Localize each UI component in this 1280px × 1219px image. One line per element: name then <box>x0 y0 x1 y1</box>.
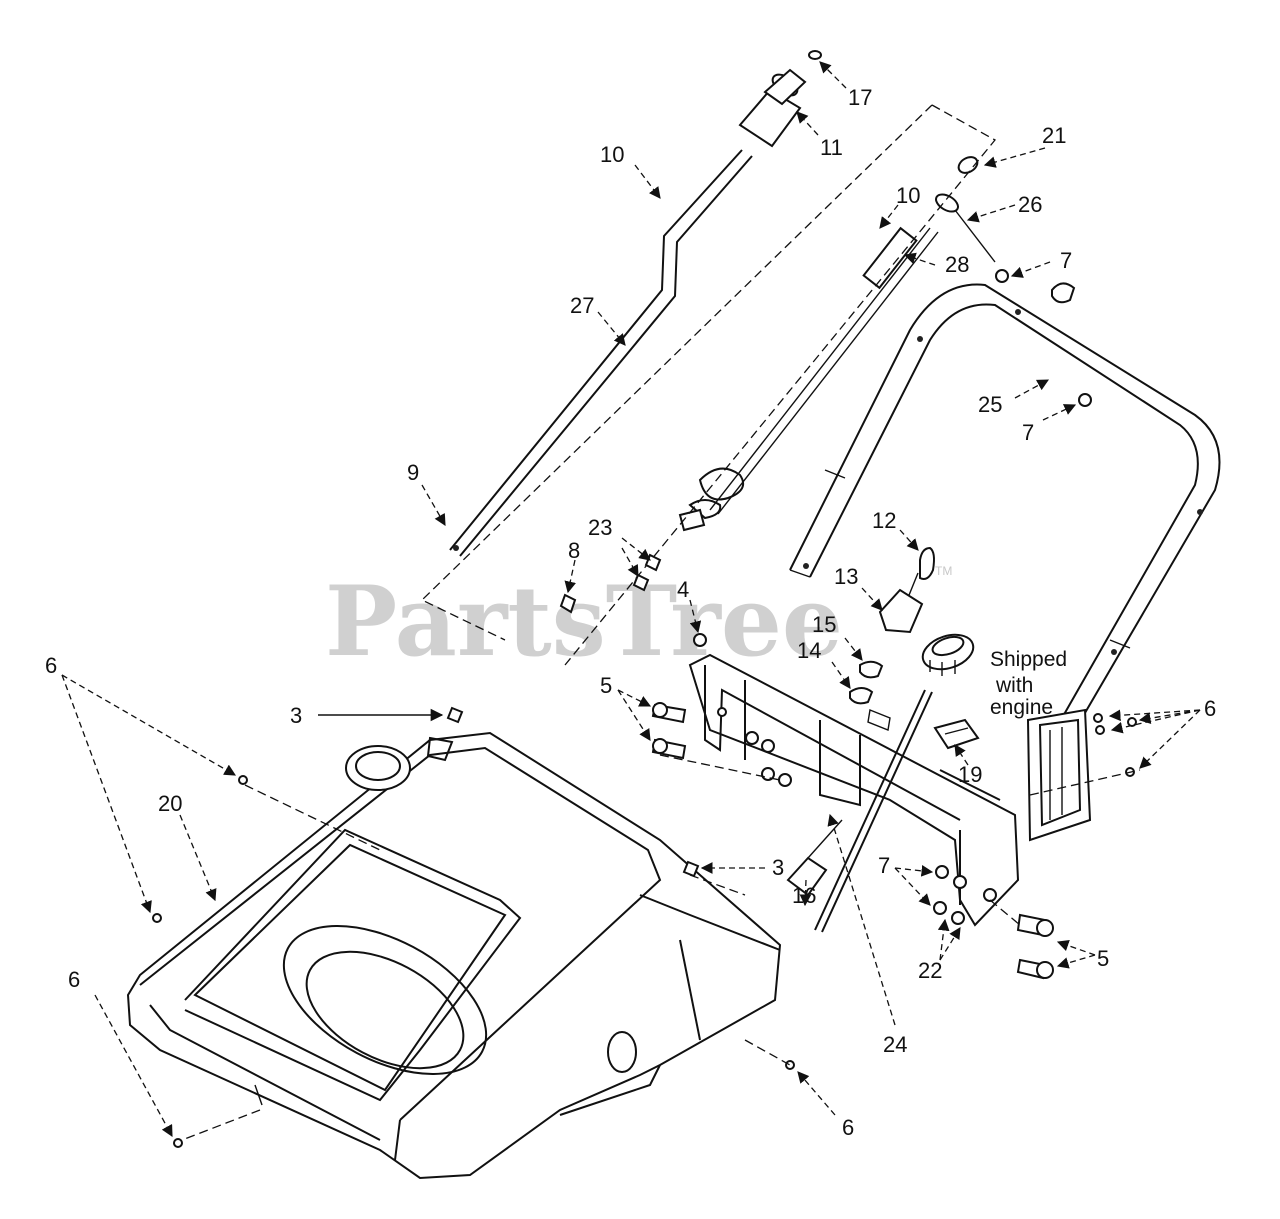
lower-handle <box>449 149 753 557</box>
connector-19 <box>933 718 980 750</box>
switch-13 <box>878 588 924 634</box>
bolts-5-right <box>1016 913 1054 980</box>
label-28: 28 <box>945 252 969 277</box>
label-6-bottom: 6 <box>842 1115 854 1140</box>
label-3-right: 3 <box>772 855 784 880</box>
ring-14 <box>849 687 874 705</box>
control-rod <box>678 226 939 532</box>
screws-6-right <box>1093 713 1137 777</box>
label-6-right: 6 <box>1204 696 1216 721</box>
watermark-text: PartsTree <box>325 565 843 678</box>
engine-switch <box>921 633 975 676</box>
label-21: 21 <box>1042 123 1066 148</box>
label-7-bottom: 7 <box>878 853 890 878</box>
leader-lines <box>61 61 1201 1141</box>
label-12: 12 <box>872 508 896 533</box>
label-4: 4 <box>677 577 689 602</box>
label-26: 26 <box>1018 192 1042 217</box>
screw-6-b <box>152 913 162 923</box>
upper-handle <box>789 283 1221 731</box>
label-27: 27 <box>570 293 594 318</box>
label-3-top: 3 <box>290 703 302 728</box>
cable-24 <box>814 689 926 931</box>
label-19: 19 <box>958 762 982 787</box>
bolts-5-left <box>651 702 687 760</box>
label-14: 14 <box>797 638 821 663</box>
label-9: 9 <box>407 460 419 485</box>
cable-clip <box>935 156 996 263</box>
watermark-tm: TM <box>935 564 952 578</box>
label-10-right: 10 <box>896 183 920 208</box>
screw-3-right <box>682 860 700 878</box>
side-plate <box>1026 708 1092 842</box>
screw-3-top <box>446 706 464 724</box>
label-8: 8 <box>568 538 580 563</box>
label-15: 15 <box>812 612 836 637</box>
screws-23 <box>632 553 662 592</box>
handle-bracket <box>688 653 1020 927</box>
spacer-25 <box>1051 282 1076 304</box>
note-line-1: Shipped <box>990 648 1067 671</box>
label-16: 16 <box>792 883 816 908</box>
screw-6-a <box>238 775 248 785</box>
label-17: 17 <box>848 85 872 110</box>
label-13: 13 <box>834 564 858 589</box>
key-12 <box>919 546 935 580</box>
label-22: 22 <box>918 958 942 983</box>
label-5-right: 5 <box>1097 946 1109 971</box>
screw-6-c <box>173 1138 183 1148</box>
note-line-2: with <box>995 674 1033 697</box>
label-11: 11 <box>820 135 843 160</box>
label-7-top: 7 <box>1060 248 1072 273</box>
nut-7-mid <box>1078 393 1092 407</box>
nut-7-top <box>995 269 1009 283</box>
label-24: 24 <box>883 1032 907 1057</box>
note-line-3: engine <box>990 696 1053 719</box>
label-25: 25 <box>978 392 1002 417</box>
label-10-left: 10 <box>600 142 624 167</box>
screw-8 <box>559 593 577 614</box>
label-6-left: 6 <box>45 653 57 678</box>
handle-grip <box>738 68 807 148</box>
connector-16 <box>786 856 828 897</box>
knob-17 <box>808 50 822 60</box>
screw-6-d <box>785 1060 795 1070</box>
nuts-bracket <box>693 633 967 925</box>
housing-20 <box>126 731 782 1180</box>
label-23: 23 <box>588 515 612 540</box>
label-7-mid: 7 <box>1022 420 1034 445</box>
label-6-lower-left: 6 <box>68 967 80 992</box>
label-20: 20 <box>158 791 182 816</box>
ring-15 <box>859 660 884 679</box>
label-5-left: 5 <box>600 673 612 698</box>
